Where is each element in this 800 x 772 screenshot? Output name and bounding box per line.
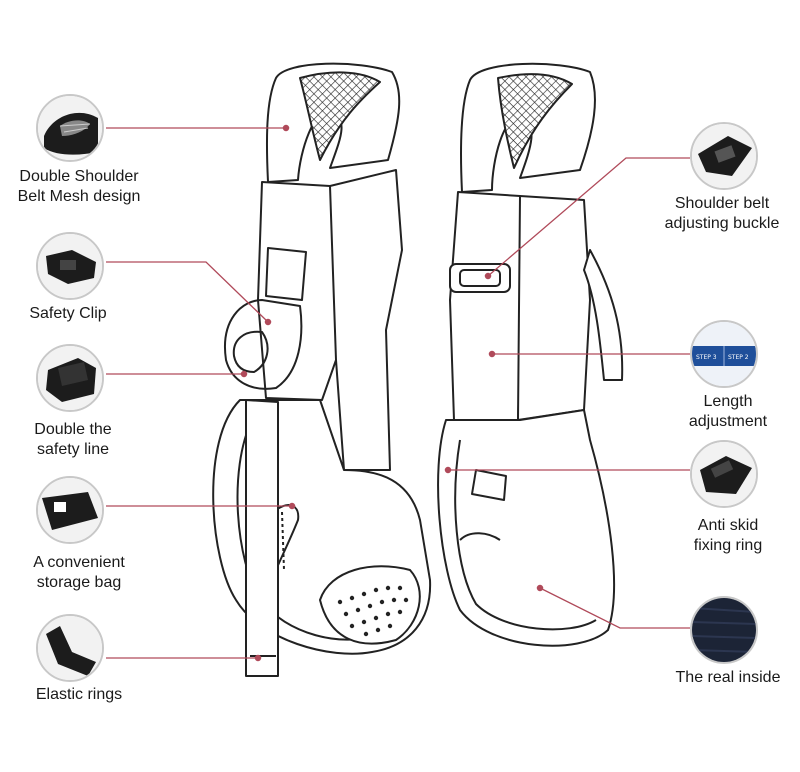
safety-clip-icon (36, 232, 104, 300)
mesh-pad-icon (36, 94, 104, 162)
feature-clip-label: Safety Clip (29, 305, 107, 322)
elastic-ring-icon (36, 614, 104, 682)
feature-line-label: Double the safety line (34, 421, 112, 458)
step-2-text: STEP 2 (728, 354, 749, 361)
feature-rings-label: Elastic rings (35, 686, 123, 703)
feature-length-label: Length adjustment (688, 393, 768, 430)
feature-buckle-label: Shoulder belt adjusting buckle (664, 195, 780, 232)
feature-skid-label: Anti skid fixing ring (693, 517, 763, 554)
storage-bag-icon (36, 476, 104, 544)
fixing-ring-icon (690, 440, 758, 508)
leader-lines (106, 124, 690, 662)
left-sling-drawing (212, 62, 432, 677)
safety-line-icon (36, 344, 104, 412)
buckle-icon (690, 122, 758, 190)
length-strap-icon: STEP 3 STEP 2 (690, 320, 758, 388)
fabric-swatch-icon (690, 596, 758, 664)
feature-mesh-label: Double Shoulder Belt Mesh design (17, 168, 141, 205)
feature-inside-label: The real inside (675, 669, 781, 686)
right-sling-drawing (437, 62, 624, 647)
step-3-text: STEP 3 (696, 354, 717, 361)
feature-bag-label: A convenient storage bag (33, 554, 125, 591)
